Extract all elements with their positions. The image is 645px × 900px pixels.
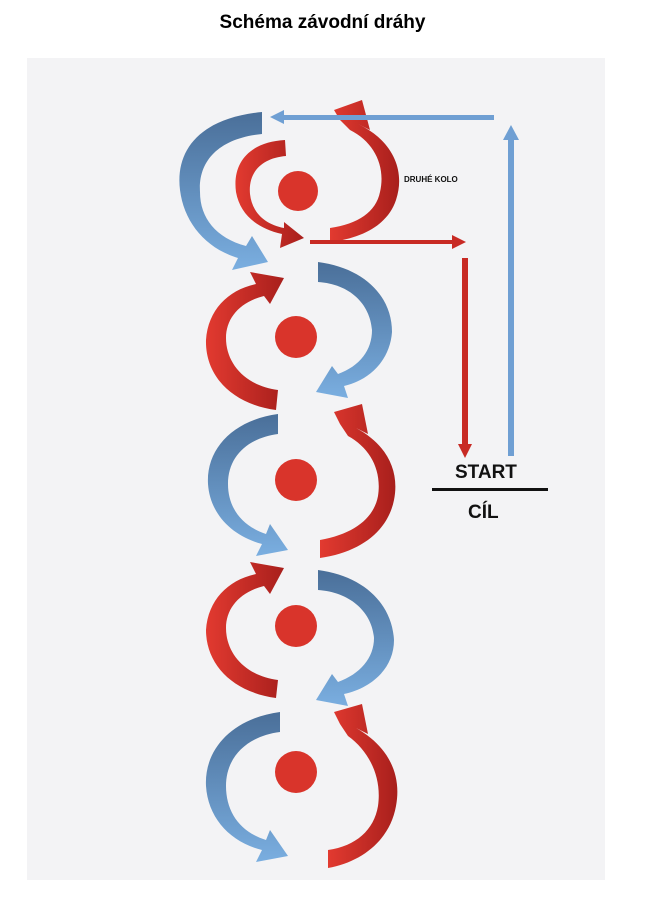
loop-3 <box>207 404 396 558</box>
straight-arrow-icon <box>458 444 472 458</box>
red-dot-icon <box>275 605 317 647</box>
circular-arrow-icon <box>320 404 396 558</box>
circular-arrow-icon <box>235 140 304 248</box>
circular-arrow-icon <box>316 570 394 706</box>
circular-arrow-icon <box>206 562 284 698</box>
loop-5 <box>205 704 398 868</box>
straight-arrow-icon <box>282 115 494 120</box>
circular-arrow-icon <box>207 414 288 556</box>
start-finish-divider <box>432 488 548 491</box>
loop-1: DRUHÉ KOLO <box>179 100 458 270</box>
circular-arrow-icon <box>205 712 288 862</box>
red-route-arrow <box>310 235 472 458</box>
straight-arrow-icon <box>310 240 456 244</box>
circular-arrow-icon <box>205 272 284 410</box>
red-dot-icon <box>275 316 317 358</box>
loop-2 <box>205 262 392 410</box>
straight-arrow-icon <box>452 235 466 249</box>
circular-arrow-icon <box>316 262 392 398</box>
red-dot-icon <box>275 459 317 501</box>
second-lap-label: DRUHÉ KOLO <box>404 175 458 184</box>
straight-arrow-icon <box>462 258 468 448</box>
start-label: START <box>455 462 517 483</box>
finish-label: CÍL <box>468 501 499 523</box>
straight-arrow-icon <box>503 125 519 140</box>
red-dot-icon <box>278 171 318 211</box>
blue-route-arrow <box>270 110 519 456</box>
straight-arrow-icon <box>270 110 284 124</box>
page-title: Schéma závodní dráhy <box>219 12 426 33</box>
red-dot-icon <box>275 751 317 793</box>
straight-arrow-icon <box>508 138 514 456</box>
circular-arrow-icon <box>328 704 398 868</box>
circular-arrow-icon <box>179 112 268 270</box>
circular-arrow-icon <box>330 100 400 242</box>
loop-4 <box>206 562 394 706</box>
